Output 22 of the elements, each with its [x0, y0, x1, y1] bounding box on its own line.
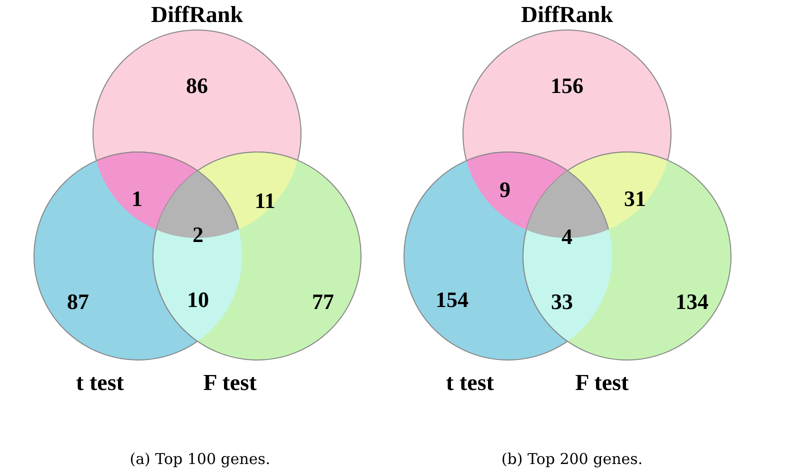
set-label: DiffRank: [521, 2, 613, 28]
count-label: 156: [550, 73, 584, 99]
count-label: 9: [500, 177, 510, 203]
count-label: 77: [312, 289, 334, 315]
caption: (a) Top 100 genes.: [130, 450, 270, 468]
set-label: DiffRank: [151, 2, 243, 28]
count-label: 4: [562, 224, 572, 250]
count-label: 33: [551, 289, 573, 315]
count-label: 31: [624, 186, 646, 212]
count-label: 86: [186, 73, 208, 99]
count-label: 11: [254, 188, 276, 214]
count-label: 134: [676, 289, 708, 315]
set-label: t test: [76, 370, 124, 396]
count-label: 87: [67, 289, 89, 315]
set-label: F test: [575, 370, 629, 396]
count-label: 1: [132, 186, 142, 212]
caption: (b) Top 200 genes.: [501, 450, 643, 468]
count-label: 10: [187, 287, 209, 313]
set-label: t test: [446, 370, 494, 396]
count-label: 2: [192, 222, 204, 248]
count-label: 154: [436, 287, 468, 313]
set-label: F test: [203, 370, 257, 396]
